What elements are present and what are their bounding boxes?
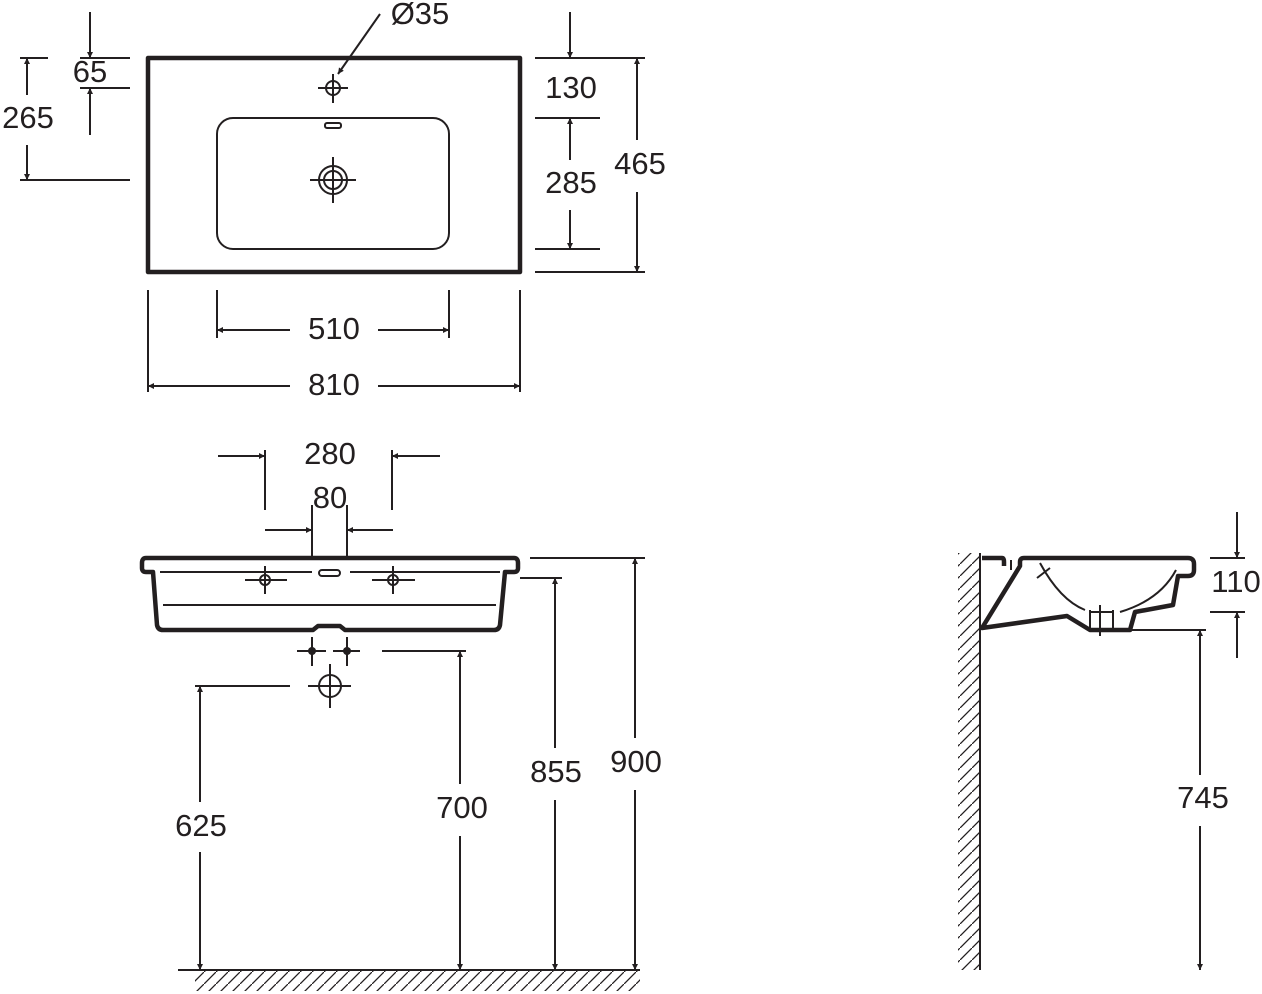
tap-hole-icon bbox=[318, 74, 348, 103]
dim-700-label: 700 bbox=[436, 790, 488, 825]
dim-110-label: 110 bbox=[1211, 564, 1260, 599]
basin-outline bbox=[145, 55, 523, 275]
drain-icon bbox=[310, 157, 356, 203]
overflow-icon bbox=[324, 122, 342, 129]
top-view: Ø35 65 265 130 285 465 510 810 bbox=[2, 0, 666, 402]
tap-hole-right-icon bbox=[372, 566, 415, 594]
overflow-icon bbox=[318, 569, 341, 577]
water-valve-icon bbox=[297, 637, 360, 666]
tap-hole-left-icon bbox=[245, 566, 287, 594]
dim-65-label: 65 bbox=[73, 54, 107, 89]
front-view: 280 80 625 700 bbox=[139, 436, 662, 991]
dim-285-label: 285 bbox=[545, 165, 597, 200]
dim-810-label: 810 bbox=[308, 367, 360, 402]
dim-280-label: 280 bbox=[304, 436, 356, 471]
dim-855-label: 855 bbox=[530, 754, 582, 789]
dim-510-label: 510 bbox=[308, 311, 360, 346]
dim-265-label: 265 bbox=[2, 100, 54, 135]
side-view: 110 745 bbox=[958, 512, 1261, 970]
dim-745-label: 745 bbox=[1177, 780, 1229, 815]
basin-front-outline bbox=[139, 555, 521, 633]
floor-hatch bbox=[195, 971, 640, 991]
dim-900-label: 900 bbox=[610, 744, 662, 779]
tap-hole-diameter-label: Ø35 bbox=[391, 0, 450, 31]
bowl-outline bbox=[216, 117, 450, 250]
wall-hatch bbox=[958, 553, 980, 970]
dim-80-label: 80 bbox=[313, 480, 347, 515]
waste-outlet-icon bbox=[308, 664, 351, 708]
dim-625-label: 625 bbox=[175, 808, 227, 843]
dim-130-label: 130 bbox=[545, 70, 597, 105]
basin-side-outline bbox=[979, 555, 1197, 633]
dim-465-label: 465 bbox=[614, 146, 666, 181]
